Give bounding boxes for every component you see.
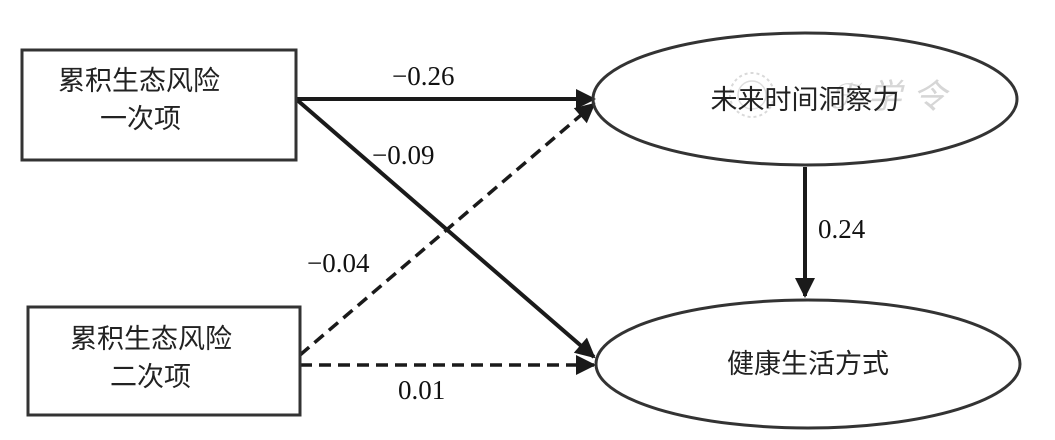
node-box [26,305,302,417]
edge-linear-to-hl [294,97,596,359]
edge-label-linear-to-hl: −0.09 [372,140,434,170]
edge-label-fti-to-hl: 0.24 [818,214,866,244]
node-box [20,48,298,162]
watermark-seal: ℱ 学 令 [729,72,950,118]
node-future-time-insight: 未来时间洞察力 [591,31,1019,167]
node-cumulative-risk-linear: 累积生态风险 一次项 [20,48,298,162]
node-label-line-1: 累积生态风险 [70,324,232,355]
node-healthy-lifestyle: 健康生活方式 [594,298,1022,430]
edge-label-quadratic-to-hl: 0.01 [398,375,445,405]
node-ellipse [591,31,1019,167]
node-ellipse [594,298,1022,430]
node-cumulative-risk-quadratic: 累积生态风险 二次项 [26,305,302,417]
node-label-line-2: 二次项 [110,362,191,393]
edge-label-linear-to-fti: −0.26 [392,61,454,91]
node-label-line-2: 一次项 [100,104,181,135]
node-label: 健康生活方式 [727,349,889,380]
node-label-line-1: 累积生态风险 [58,66,220,97]
node-label: 未来时间洞察力 [711,85,900,116]
edges: −0.26 −0.09 −0.04 0.01 0.24 [294,61,866,405]
edge-label-quadratic-to-fti: −0.04 [307,248,370,278]
watermark-text: ℱ 学 令 [830,77,950,117]
edge-quadratic-to-fti [298,102,596,357]
